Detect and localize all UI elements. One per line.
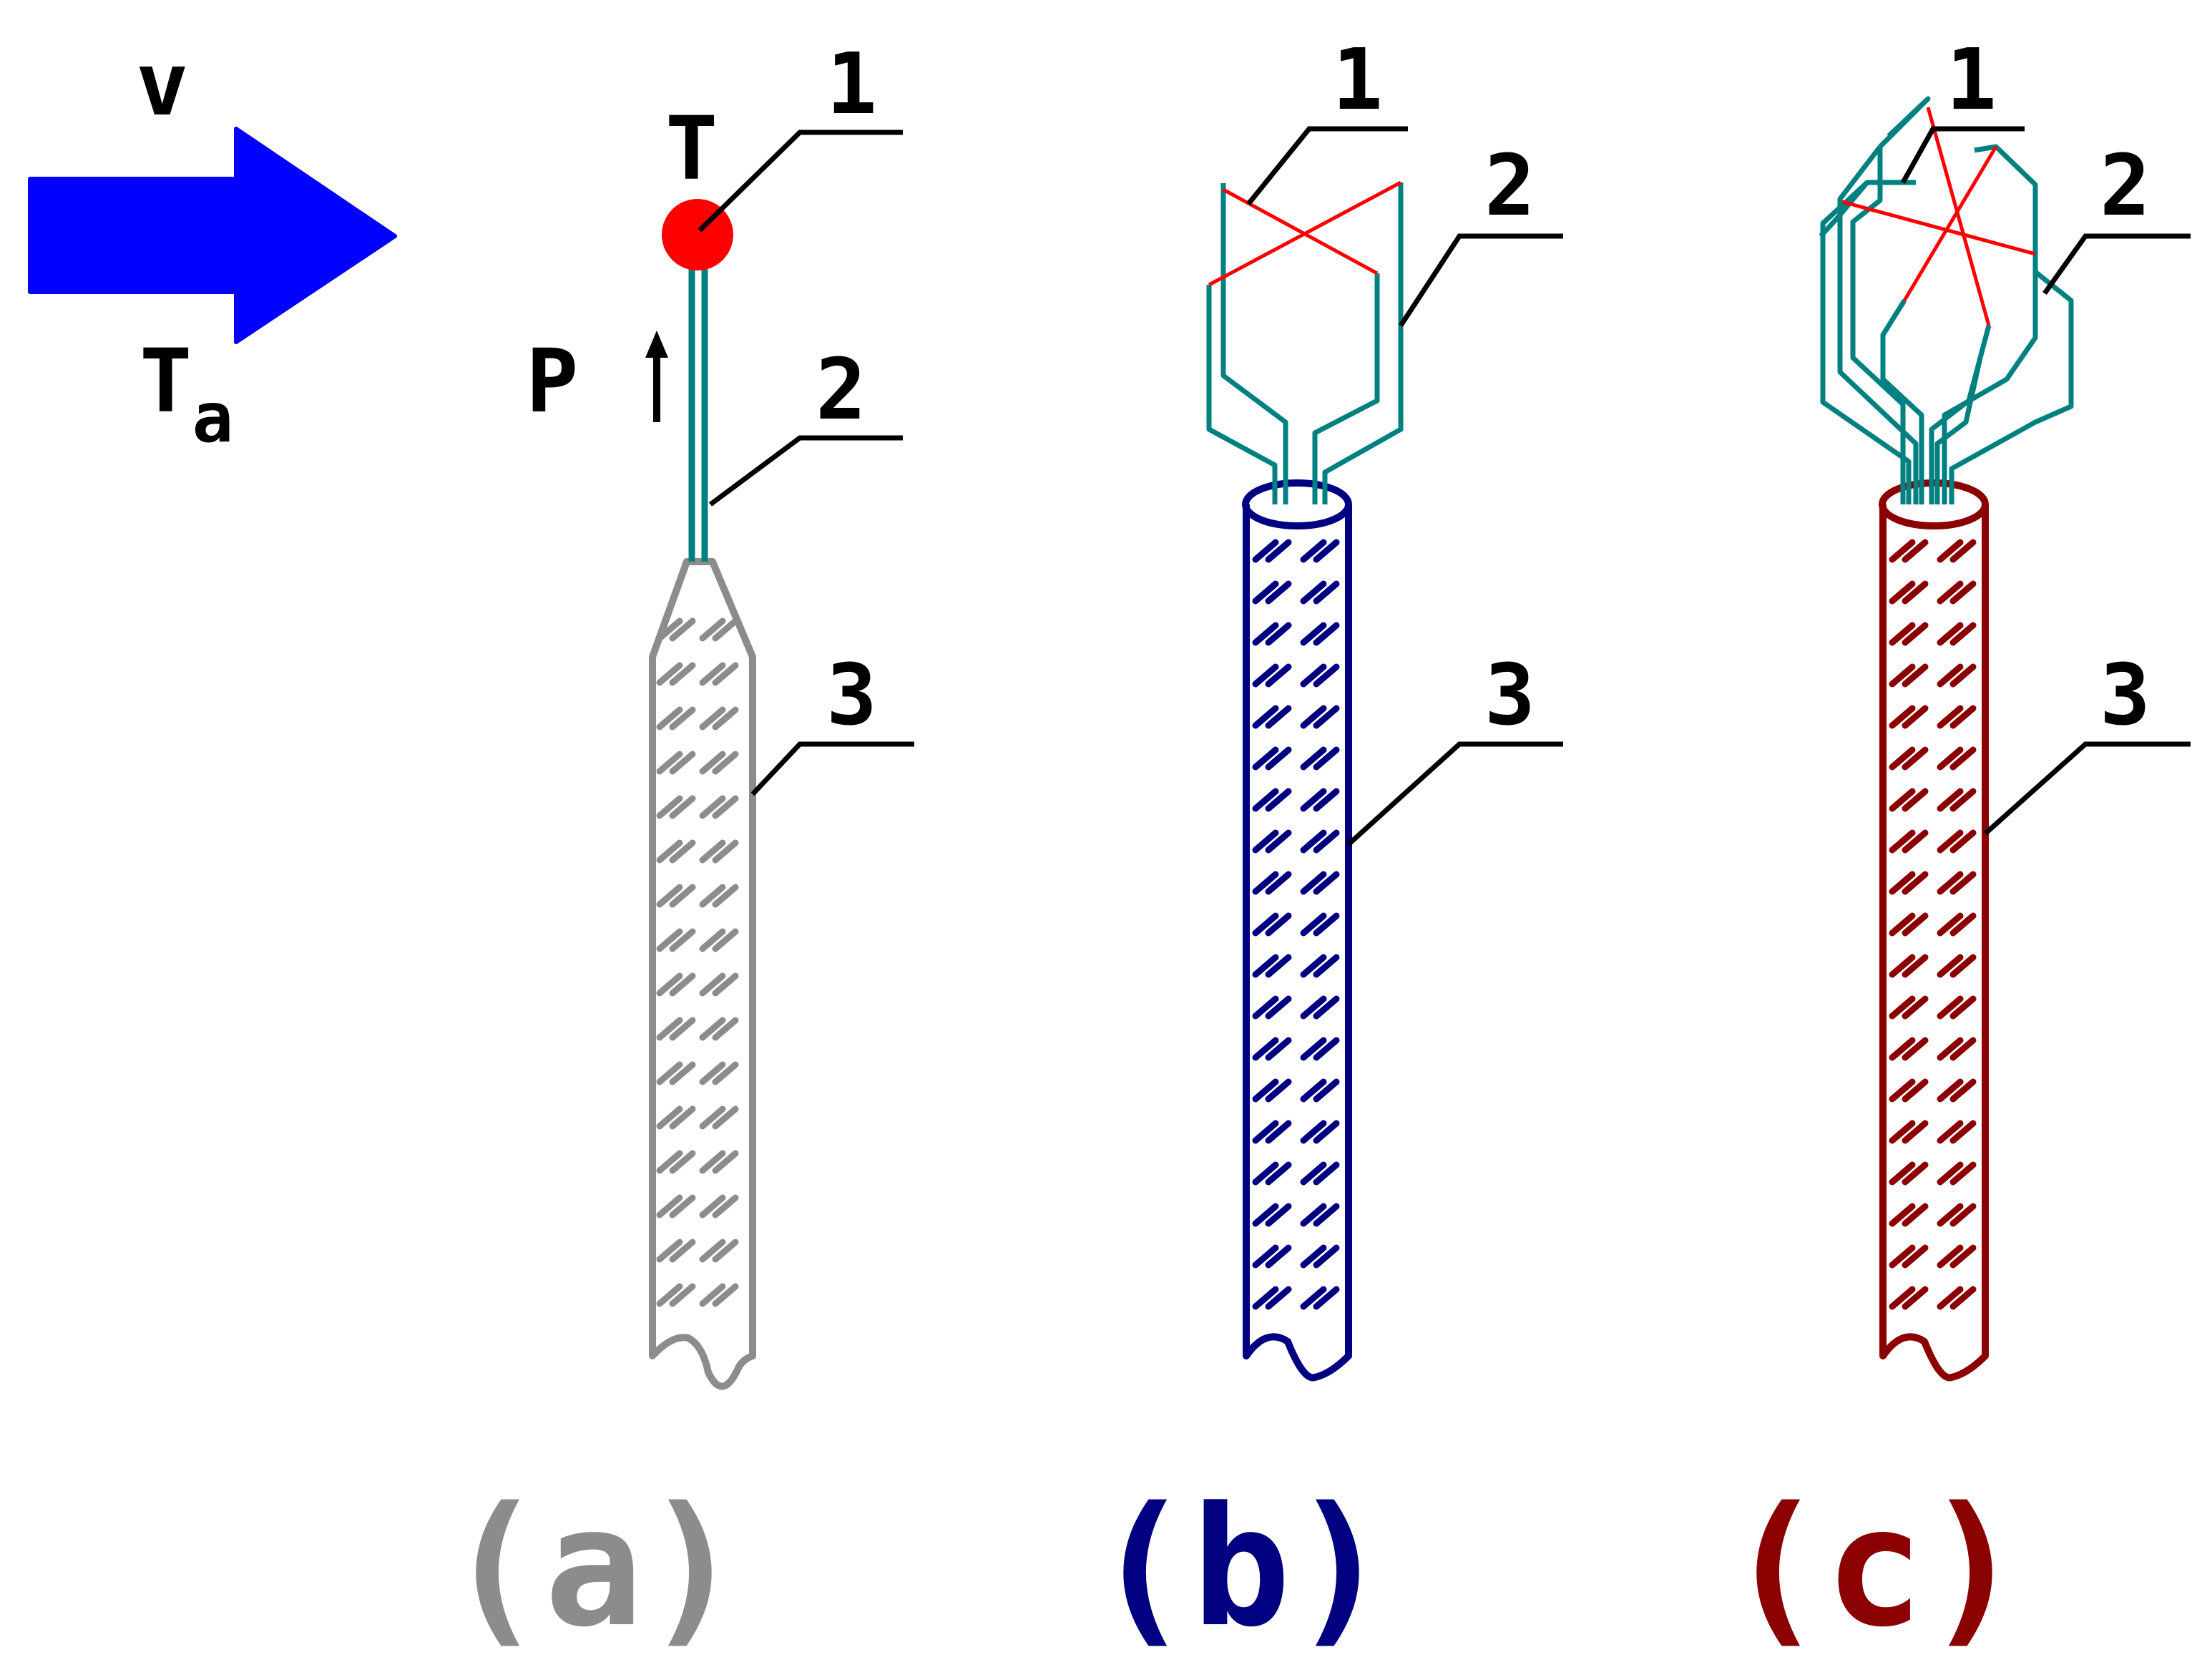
panel-b-junction-wires (1208, 180, 1402, 287)
panel-b-callout-3: 3 (1484, 645, 1535, 744)
panel-c-leader-3 (1983, 741, 2191, 836)
panel-b-wires (1206, 182, 1404, 504)
panel-c-sheath (1879, 504, 1989, 1382)
panel-b-sheath (1243, 504, 1352, 1382)
panel-a-sheath (649, 558, 756, 1390)
panel-a-hatch (656, 617, 739, 1307)
panel-b-leader-3 (1346, 741, 1563, 846)
panel-b-leader-1 (1246, 126, 1408, 206)
panel-c-callout-2: 2 (2100, 136, 2150, 235)
panel-a-callout-3: 3 (826, 645, 877, 744)
panel-c-junction-wires (1841, 107, 2036, 326)
panel-a-callout-2: 2 (816, 340, 866, 439)
panel-c-leader-1 (1900, 126, 2025, 184)
junction-temp-label: T (665, 98, 718, 200)
panel-a-callout-1: 1 (826, 34, 877, 133)
panel-a-leader-2 (708, 435, 903, 507)
velocity-label: v (136, 34, 188, 135)
panel-c-callout-1: 1 (1946, 30, 1997, 129)
panel-c-hatch (1889, 539, 1977, 1310)
pressure-label: P (526, 331, 578, 432)
panel-b: 1 2 3 (b) (1092, 30, 1563, 1664)
flow-arrow-icon (28, 127, 397, 344)
panel-c-leader-2 (2042, 233, 2191, 296)
panel-b-hatch (1252, 539, 1340, 1310)
panel-a-leader-1 (698, 130, 903, 233)
panel-c-callout-3: 3 (2100, 645, 2150, 744)
panel-b-callout-1: 1 (1332, 30, 1383, 129)
pressure-arrow-icon (645, 331, 668, 422)
ambient-temp-symbol: T (140, 331, 192, 432)
panel-a-caption: (a) (445, 1473, 742, 1664)
ambient-temp-subscript: a (192, 378, 233, 458)
panel-c-caption: (c) (1726, 1473, 2022, 1664)
panel-b-caption: (b) (1092, 1473, 1389, 1664)
panel-c: 1 2 3 (c) (1726, 30, 2191, 1664)
panel-b-leader-2 (1399, 233, 1563, 327)
panel-c-wires (1819, 96, 2074, 504)
panel-b-sheath-top (1242, 479, 1352, 529)
panel-a-leader-3 (750, 741, 914, 796)
ambient-temp-label: Ta (140, 331, 233, 458)
panel-a: T P 1 2 3 (a) (445, 34, 914, 1664)
panel-b-callout-2: 2 (1484, 136, 1535, 235)
